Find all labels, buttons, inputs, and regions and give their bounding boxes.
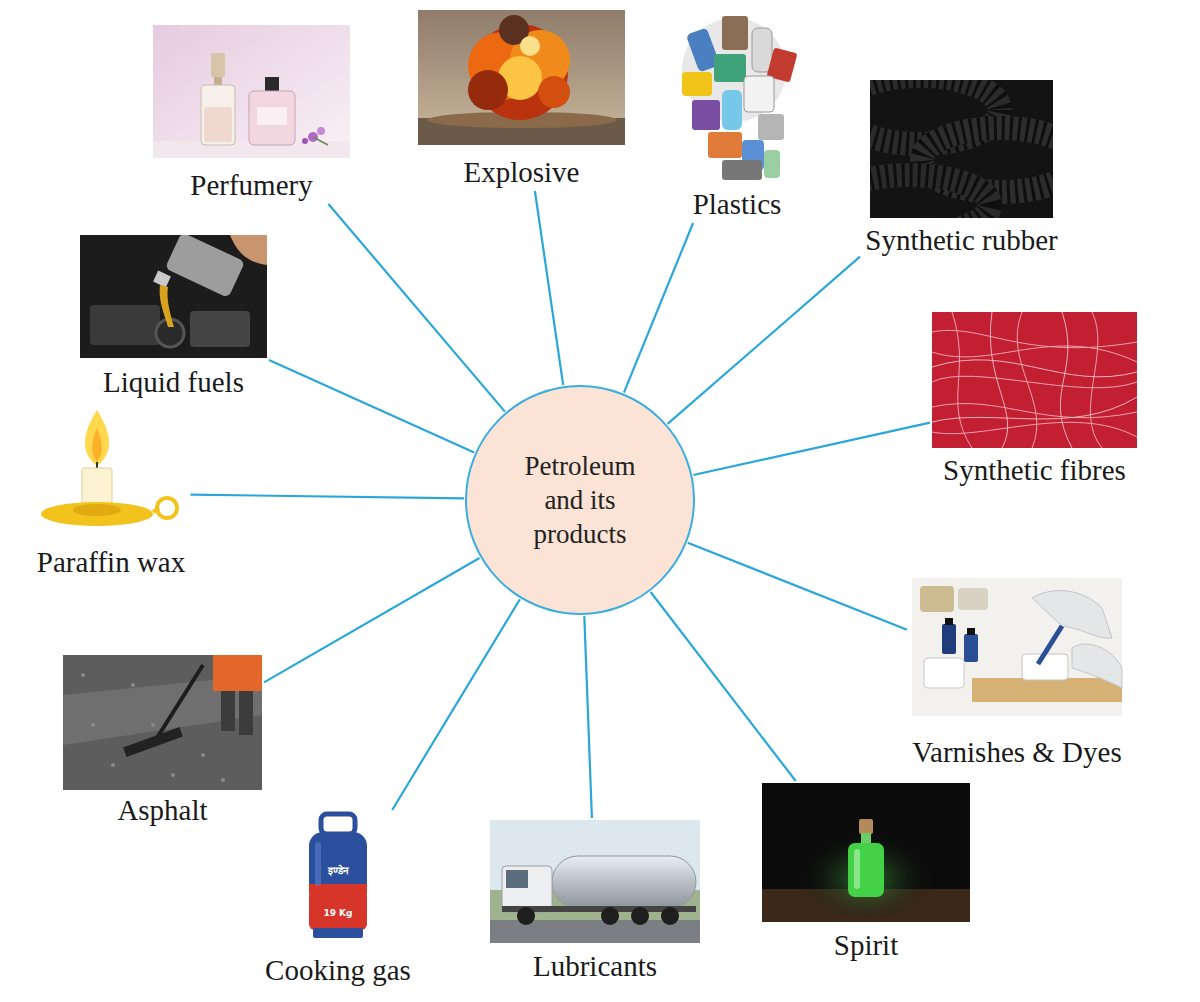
spoke-line bbox=[269, 360, 474, 452]
product-label: Plastics bbox=[693, 187, 782, 221]
hub-title: Petroleum and its products bbox=[510, 449, 650, 551]
plastics-picture bbox=[682, 16, 797, 180]
product-label: Spirit bbox=[834, 928, 898, 962]
product-item: Spirit bbox=[762, 783, 970, 962]
gas-cylinder-picture bbox=[309, 814, 367, 938]
product-item: Perfumery bbox=[153, 25, 350, 202]
product-item: Asphalt bbox=[63, 655, 262, 827]
product-label: Asphalt bbox=[117, 793, 207, 827]
explosion-picture bbox=[418, 10, 625, 145]
product-label: Cooking gas bbox=[265, 953, 411, 987]
hub-circle: Petroleum and its products bbox=[465, 385, 695, 615]
product-item: Synthetic rubber bbox=[862, 80, 1061, 257]
product-item: Cooking gas bbox=[262, 812, 414, 987]
spoke-line bbox=[688, 543, 907, 630]
varnish-picture bbox=[912, 578, 1122, 716]
product-item: Plastics bbox=[672, 10, 802, 221]
spoke-line bbox=[392, 599, 520, 810]
spoke-line bbox=[651, 592, 796, 781]
cylinder-text: इण्डेन bbox=[328, 863, 349, 877]
spoke-line bbox=[584, 616, 592, 818]
asphalt-picture bbox=[63, 655, 262, 790]
product-label: Explosive bbox=[464, 155, 580, 189]
cylinder-text: 19 Kg bbox=[323, 908, 352, 918]
spoke-line bbox=[535, 191, 563, 385]
product-label: Lubricants bbox=[533, 949, 657, 983]
tyres-picture bbox=[870, 80, 1053, 218]
product-item: Paraffin wax bbox=[34, 408, 189, 579]
tanker-picture bbox=[490, 820, 700, 943]
spoke-line bbox=[693, 423, 930, 475]
product-label: Synthetic rubber bbox=[865, 223, 1057, 257]
product-label: Synthetic fibres bbox=[943, 453, 1126, 487]
product-item: Liquid fuels bbox=[80, 235, 267, 399]
spoke-line bbox=[191, 495, 465, 499]
spoke-line bbox=[624, 223, 693, 393]
candle-picture bbox=[41, 410, 177, 526]
product-item: Synthetic fibres bbox=[932, 312, 1137, 487]
spoke-line bbox=[264, 558, 480, 682]
spirit-picture bbox=[762, 783, 970, 922]
product-item: Lubricants bbox=[490, 820, 700, 983]
fibres-picture bbox=[932, 312, 1137, 448]
product-label: Varnishes & Dyes bbox=[912, 735, 1121, 769]
product-label: Paraffin wax bbox=[37, 545, 185, 579]
product-label: Liquid fuels bbox=[103, 365, 244, 399]
spoke-line bbox=[668, 257, 860, 424]
oil-pour-picture bbox=[80, 235, 267, 358]
product-item: Explosive bbox=[418, 10, 625, 189]
spoke-line bbox=[328, 204, 505, 412]
product-item: Varnishes & Dyes bbox=[909, 578, 1125, 769]
perfume-picture bbox=[153, 25, 350, 158]
product-label: Perfumery bbox=[190, 168, 312, 202]
